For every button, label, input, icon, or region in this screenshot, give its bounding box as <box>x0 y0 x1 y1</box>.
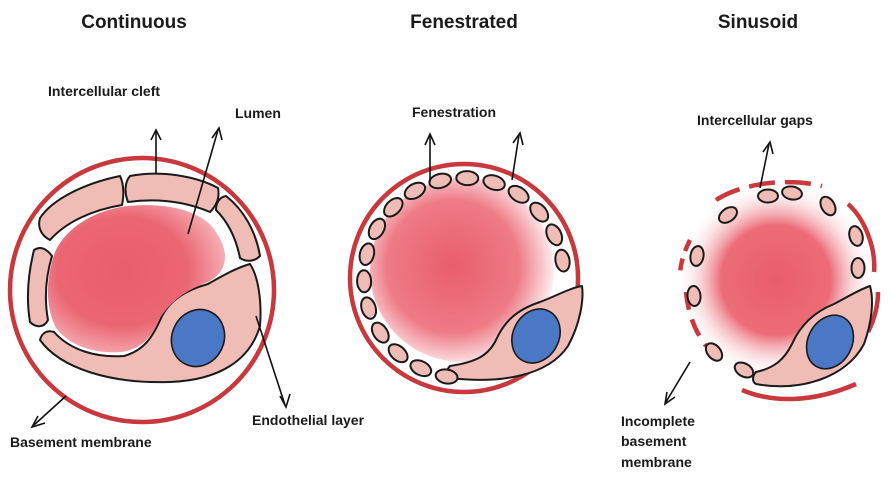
title-fenestrated: Fenestrated <box>410 12 518 33</box>
label-intercellular-gaps: Intercellular gaps <box>697 112 813 128</box>
label-fenestration: Fenestration <box>412 104 496 120</box>
arrow-basement-membrane <box>34 396 66 425</box>
endothelial-cell <box>758 190 778 203</box>
endothelial-cell <box>852 258 865 278</box>
endothelial-cell <box>687 285 702 306</box>
label-basement-membrane: Basement membrane <box>10 434 152 450</box>
label-intercellular-cleft: Intercellular cleft <box>48 83 160 99</box>
label-incomplete-line-3: membrane <box>621 454 692 470</box>
title-sinusoid: Sinusoid <box>718 12 798 33</box>
fenestrated-capillary: Fenestration <box>350 104 582 392</box>
label-incomplete-line-1: Incomplete <box>621 413 695 429</box>
endothelial-cell <box>456 171 478 186</box>
continuous-capillary: Intercellular cleft Lumen Endothelial la… <box>10 83 365 450</box>
label-incomplete-line-2: basement <box>621 433 687 449</box>
sinusoid-capillary: Intercellular gaps Incomplete basement m… <box>621 112 878 470</box>
arrow-endothelial-layer <box>256 316 285 405</box>
title-continuous: Continuous <box>81 12 187 33</box>
incomplete-basement-membrane-segment <box>742 384 856 399</box>
label-endothelial-layer: Endothelial layer <box>252 412 365 428</box>
arrow-incomplete-basement-membrane <box>666 362 690 402</box>
label-lumen: Lumen <box>235 105 281 121</box>
endothelial-cell <box>357 270 372 292</box>
